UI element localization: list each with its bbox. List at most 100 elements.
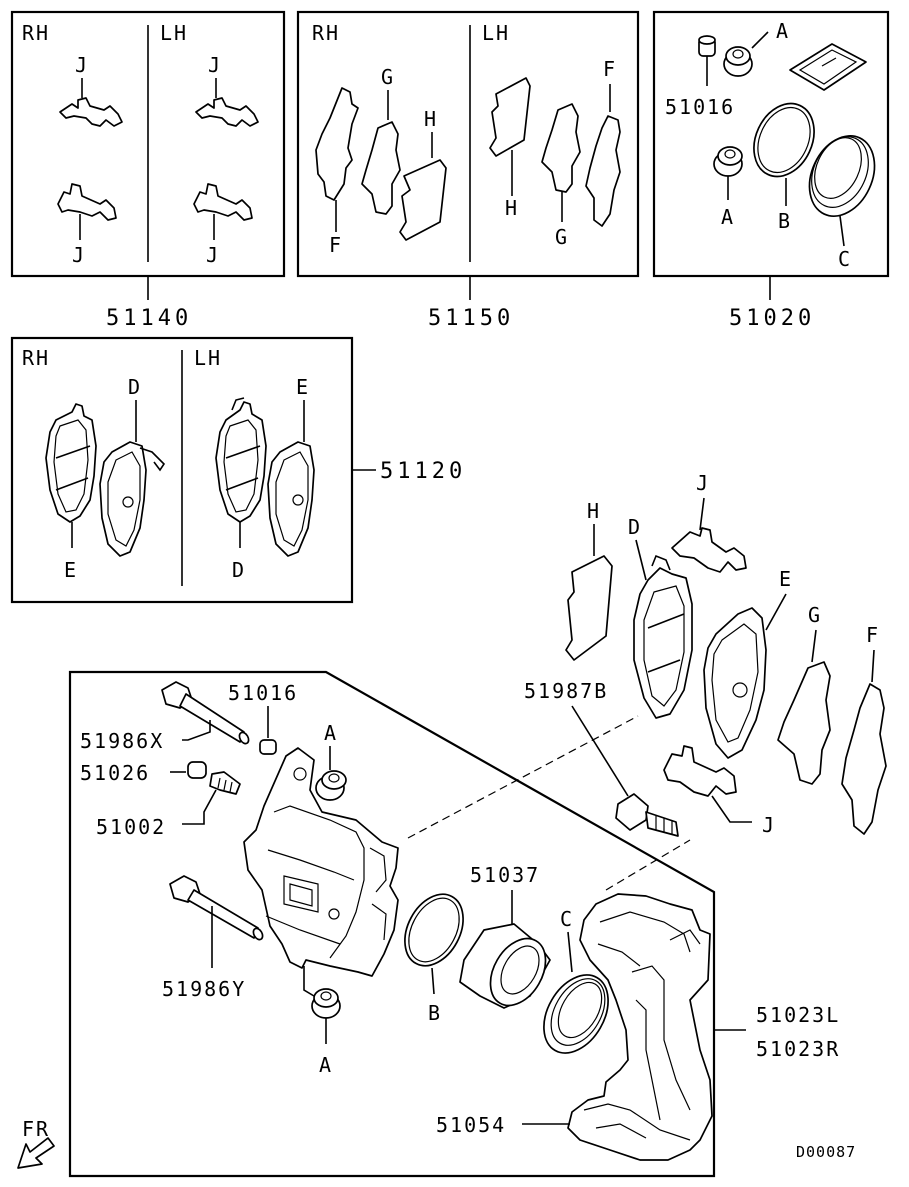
letter-a: A	[721, 205, 735, 229]
exploded-pad-assembly: H D J E G	[524, 471, 887, 837]
letter-b: B	[778, 209, 792, 233]
clip-j: J	[57, 183, 117, 267]
caliper-support-bracket: 51023L 51023R	[567, 893, 840, 1161]
bolt-51987b: 51987B	[524, 679, 679, 837]
letter-e: E	[64, 558, 78, 582]
letter-g: G	[555, 225, 569, 249]
boot-a: A	[713, 146, 743, 229]
part-number-51023l: 51023L	[756, 1003, 840, 1027]
part-number-51026: 51026	[80, 761, 150, 785]
letter-d: D	[628, 515, 642, 539]
brake-pad-d: D	[628, 515, 693, 719]
part-number-51020: 51020	[729, 306, 815, 331]
brake-pad-d: D	[215, 397, 267, 582]
part-number-51150: 51150	[428, 306, 514, 331]
rh-label: RH	[22, 21, 50, 45]
letter-g: G	[381, 65, 395, 89]
kit-box-51140: RH LH J J J J 51140	[10, 10, 286, 331]
letter-h: H	[424, 107, 438, 131]
bleeder-cap-51026: 51026	[80, 761, 207, 785]
letter-j: J	[206, 243, 220, 267]
part-number-51986y: 51986Y	[162, 977, 246, 1001]
part-number-51120: 51120	[380, 459, 466, 484]
dust-boot-c: C	[808, 135, 876, 271]
part-number-51016: 51016	[665, 95, 735, 119]
dust-boot-c: C	[543, 907, 609, 1054]
clip-j: J	[195, 53, 259, 127]
caliper-assembly-frame	[68, 670, 716, 1178]
rh-label: RH	[22, 346, 50, 370]
clip-j: J	[671, 471, 747, 573]
kit-box-51020: 51016 A A B	[652, 10, 890, 331]
letter-j: J	[208, 53, 222, 77]
letter-j: J	[762, 813, 776, 837]
letter-c: C	[560, 907, 574, 931]
boot-a: A	[723, 19, 790, 77]
brake-pad-e: E	[267, 375, 315, 557]
shim-f: F	[585, 57, 621, 227]
letter-g: G	[808, 603, 822, 627]
letter-b: B	[428, 1001, 442, 1025]
letter-e: E	[296, 375, 310, 399]
shim-h: H	[489, 77, 531, 220]
kit-box-51150: RH LH F G H H G	[296, 10, 640, 331]
letter-f: F	[603, 57, 617, 81]
guide-pin-51986x: 51986X	[80, 681, 250, 753]
lh-label: LH	[160, 21, 188, 45]
front-direction-arrow: FR	[17, 1117, 55, 1169]
support-label-51054: 51054	[436, 1113, 570, 1137]
letter-j: J	[696, 471, 710, 495]
letter-c: C	[838, 247, 852, 271]
diagram-code: D00087	[796, 1143, 856, 1161]
lh-label: LH	[194, 346, 222, 370]
part-number-51037: 51037	[470, 863, 540, 887]
shim-g: G	[361, 65, 401, 215]
brake-pad-e: E	[703, 567, 793, 759]
letter-h: H	[587, 499, 601, 523]
letter-d: D	[128, 375, 142, 399]
part-number-51023r: 51023R	[756, 1037, 840, 1061]
piston-seal-b: B	[753, 102, 815, 233]
part-number-51140: 51140	[106, 306, 192, 331]
bushing-51016: 51016	[665, 35, 735, 119]
brake-pad-e: E	[45, 403, 97, 582]
shim-h: H	[399, 107, 447, 241]
letter-e: E	[779, 567, 793, 591]
part-number-51054: 51054	[436, 1113, 506, 1137]
letter-a: A	[324, 721, 338, 745]
shim-f: F	[315, 87, 359, 257]
letter-a: A	[776, 19, 790, 43]
clip-j: J	[59, 53, 123, 127]
front-label: FR	[22, 1117, 50, 1141]
clip-j: J	[193, 183, 253, 267]
letter-h: H	[505, 196, 519, 220]
shim-h: H	[565, 499, 613, 661]
letter-f: F	[329, 233, 343, 257]
piston-51037: 51037	[459, 863, 551, 1009]
letter-d: D	[232, 558, 246, 582]
bushing-51016: 51016	[228, 681, 298, 755]
boot-a: A	[315, 721, 347, 801]
shim-g: G	[541, 103, 581, 249]
part-number-51987b: 51987B	[524, 679, 608, 703]
clip-j: J	[663, 745, 776, 837]
part-number-51016-main: 51016	[228, 681, 298, 705]
letter-j: J	[75, 53, 89, 77]
bleeder-screw-51002: 51002	[96, 771, 241, 839]
guide-pin-51986y: 51986Y	[162, 875, 264, 1001]
caliper-body	[243, 747, 399, 977]
part-number-51986x: 51986X	[80, 729, 164, 753]
letter-j: J	[72, 243, 86, 267]
boot-a: A	[303, 966, 341, 1077]
shim-f: F	[841, 623, 887, 835]
brake-pad-d: D	[99, 375, 166, 557]
piston-seal-b: B	[404, 893, 464, 1025]
arrow-icon	[17, 1137, 55, 1169]
kit-box-51120: RH LH E D D	[10, 336, 466, 604]
shim-g: G	[777, 603, 831, 785]
part-number-51002: 51002	[96, 815, 166, 839]
letter-a: A	[319, 1053, 333, 1077]
grease-packet	[789, 43, 867, 91]
letter-f: F	[866, 623, 880, 647]
